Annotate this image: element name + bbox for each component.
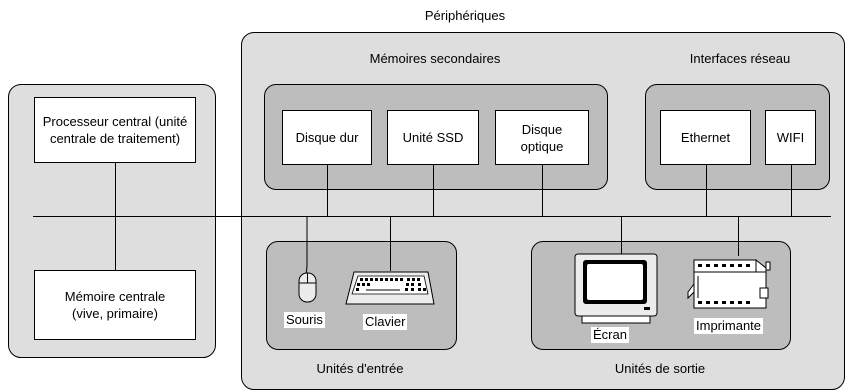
wifi-link <box>791 165 792 216</box>
wifi-box: WIFI <box>765 110 816 165</box>
cpu-memory-link <box>115 163 116 270</box>
system-bus <box>33 216 831 217</box>
disque-optique-box: Disque optique <box>495 110 589 165</box>
ecran-link <box>621 216 622 254</box>
ecran-label: Écran <box>591 327 629 343</box>
clavier-label: Clavier <box>363 314 408 330</box>
ethernet-link <box>706 165 707 216</box>
souris-link <box>304 216 308 277</box>
disque-dur-box: Disque dur <box>282 110 372 165</box>
memoire-centrale-box: Mémoire centrale (vive, primaire) <box>34 270 196 340</box>
imprimante-link <box>738 216 739 256</box>
ethernet-label: Ethernet <box>680 130 731 145</box>
clavier-link <box>390 216 391 271</box>
souris-label: Souris <box>284 312 325 328</box>
memoire-centrale-label: Mémoire centrale (vive, primaire) <box>64 289 166 321</box>
disque-dur-label: Disque dur <box>295 130 359 145</box>
disque-dur-link <box>327 165 328 216</box>
keyboard-icon <box>345 271 435 305</box>
unite-ssd-label: Unité SSD <box>402 130 464 145</box>
processeur-central-box: Processeur central (unité centrale de tr… <box>34 97 196 163</box>
imprimante-label: Imprimante <box>694 318 764 334</box>
printer-icon <box>687 258 771 309</box>
disque-optique-label: Disque optique <box>520 121 564 154</box>
unites-sortie-title: Unités de sortie <box>614 361 706 376</box>
mouse-icon <box>298 272 317 303</box>
monitor-icon <box>574 253 658 324</box>
memoires-secondaires-title: Mémoires secondaires <box>369 51 501 66</box>
unites-entree-title: Unités d'entrée <box>316 361 404 376</box>
ethernet-box: Ethernet <box>660 110 751 165</box>
processeur-central-label: Processeur central (unité centrale de tr… <box>42 114 188 146</box>
interfaces-reseau-title: Interfaces réseau <box>689 51 791 66</box>
peripheriques-title: Périphériques <box>424 8 506 23</box>
unite-ssd-box: Unité SSD <box>387 110 479 165</box>
unite-ssd-link <box>433 165 434 216</box>
wifi-label: WIFI <box>776 130 805 145</box>
disque-optique-link <box>542 165 543 216</box>
